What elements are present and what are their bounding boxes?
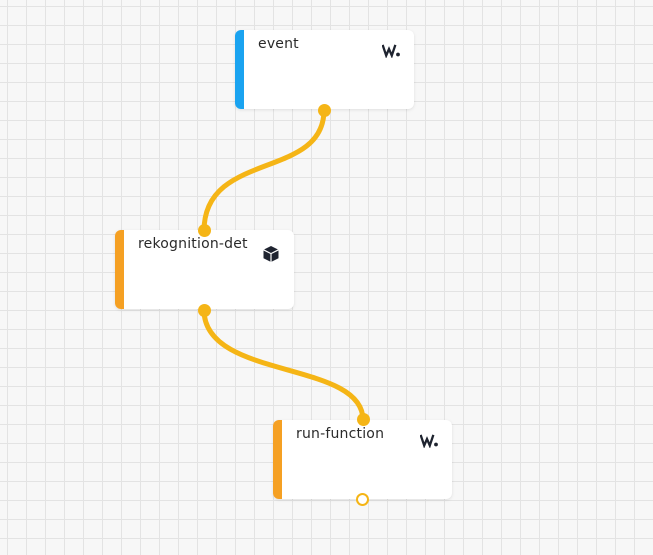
package-box-icon [263, 246, 279, 262]
rekognition-output-port[interactable] [198, 304, 211, 317]
rekognition-input-port[interactable] [198, 224, 211, 237]
node-step-stripe [273, 420, 282, 499]
node-trigger-stripe [235, 30, 244, 109]
connection-rekognition-to-run[interactable] [201, 307, 366, 423]
node-title: event [258, 36, 299, 52]
w-logo-icon [420, 434, 438, 448]
connection-event-to-rekognition[interactable] [201, 107, 327, 234]
node-title: run-function [296, 426, 385, 442]
node-step-stripe [115, 230, 124, 309]
run-function-output-port[interactable] [356, 493, 369, 506]
node-run-function[interactable]: run-function [273, 420, 452, 499]
w-logo-icon [382, 44, 400, 58]
node-event[interactable]: event [235, 30, 414, 109]
node-rekognition-det[interactable]: rekognition-det [115, 230, 294, 309]
event-output-port[interactable] [318, 104, 331, 117]
node-title: rekognition-det [138, 236, 248, 252]
run-function-input-port[interactable] [357, 413, 370, 426]
